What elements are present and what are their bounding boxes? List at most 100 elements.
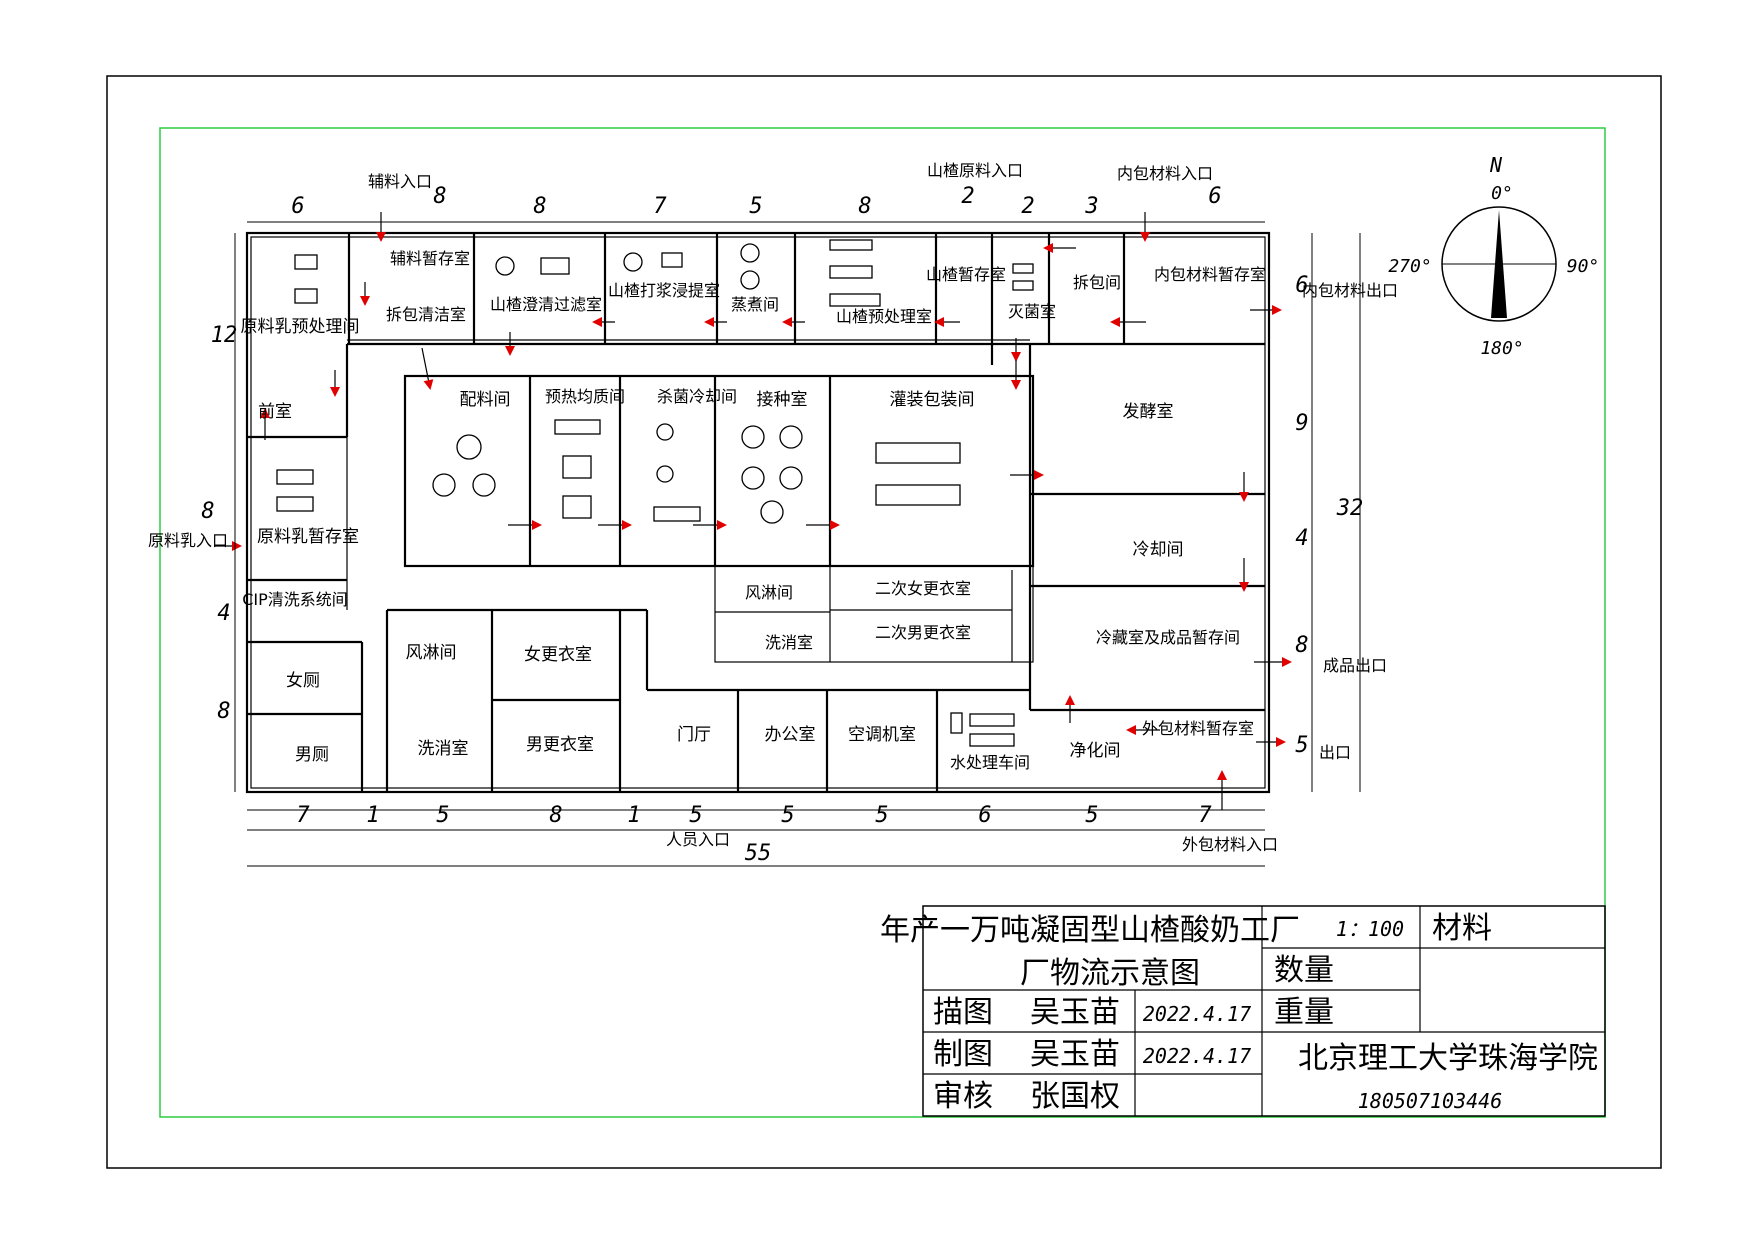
- compass-0: 0°: [1491, 183, 1513, 204]
- room-ferment: 发酵室: [1123, 402, 1174, 422]
- dim-total-width: 55: [745, 841, 772, 866]
- equipment-symbols: [276, 239, 1034, 747]
- title-weight-label: 重量: [1274, 995, 1334, 1030]
- room-pulp-soak: 山楂打浆浸提室: [608, 281, 720, 300]
- drafted-name: 吴玉苗: [1030, 1037, 1120, 1072]
- compass-north: N: [1489, 153, 1503, 177]
- room-dress-w2: 二次女更衣室: [875, 579, 971, 598]
- svg-text:6: 6: [1208, 184, 1221, 209]
- svg-text:5: 5: [1085, 803, 1098, 828]
- drawn-label: 描图: [933, 995, 993, 1030]
- svg-text:8: 8: [549, 803, 562, 828]
- svg-text:1: 1: [366, 803, 379, 828]
- dimension-lines: [234, 221, 1361, 867]
- room-office: 办公室: [765, 725, 816, 745]
- svg-text:5: 5: [781, 803, 794, 828]
- compass: N 0° 90° 180° 270°: [1388, 153, 1599, 359]
- title-line2: 厂物流示意图: [1020, 956, 1200, 991]
- drafted-label: 制图: [933, 1037, 993, 1072]
- room-air-shower-2: 风淋间: [406, 643, 457, 663]
- title-scale: 1：100: [1336, 917, 1404, 941]
- flow-arrows: [215, 212, 1292, 810]
- room-wash-1: 洗消室: [765, 633, 813, 652]
- drawn-name: 吴玉苗: [1030, 995, 1120, 1030]
- room-inoculate: 接种室: [757, 390, 808, 410]
- dimension-values-bottom: 7 1 5 8 1 5 5 5 6 5 7 55: [296, 803, 1212, 866]
- title-line1: 年产一万吨凝固型山楂酸奶工厂: [880, 913, 1300, 948]
- svg-text:5: 5: [689, 803, 702, 828]
- room-sterilize: 灭菌室: [1008, 302, 1056, 321]
- room-filling: 灌装包装间: [890, 390, 975, 410]
- drafted-date: 2022.4.17: [1143, 1044, 1251, 1068]
- room-aux-store: 辅料暂存室: [390, 249, 470, 268]
- svg-text:8: 8: [201, 499, 214, 524]
- dimension-values-side: 12 8 4 8 6 9 4 8 5 32: [201, 273, 1363, 758]
- label-staff-in: 人员入口: [666, 830, 730, 849]
- svg-text:5: 5: [1295, 733, 1308, 758]
- title-material-label: 材料: [1432, 911, 1492, 946]
- svg-text:4: 4: [217, 601, 230, 626]
- svg-text:9: 9: [1295, 411, 1308, 436]
- svg-text:5: 5: [749, 194, 762, 219]
- room-clarify: 山楂澄清过滤室: [490, 295, 602, 314]
- svg-text:2: 2: [1021, 194, 1034, 219]
- building-walls: [245, 231, 1271, 794]
- svg-text:5: 5: [436, 803, 449, 828]
- room-preheat: 预热均质间: [545, 387, 625, 406]
- drawn-date: 2022.4.17: [1143, 1002, 1251, 1026]
- svg-text:7: 7: [1198, 803, 1212, 828]
- room-unpack: 拆包间: [1073, 273, 1121, 292]
- room-raw-milk-pre: 原料乳预处理间: [241, 317, 360, 337]
- svg-text:12: 12: [211, 323, 238, 348]
- svg-text:8: 8: [1295, 633, 1308, 658]
- inner-frame: [159, 127, 1606, 1118]
- room-purify: 净化间: [1070, 741, 1121, 761]
- room-front: 前室: [258, 402, 292, 422]
- svg-text:8: 8: [533, 194, 546, 219]
- room-labels: 原料乳预处理间 前室 原料乳暂存室 CIP清洗系统间 女厕 男厕 辅料暂存室 拆…: [241, 249, 1267, 772]
- label-inner-in: 内包材料入口: [1117, 164, 1213, 183]
- room-steri-cool: 杀菌冷却间: [657, 387, 737, 406]
- student-id: 180507103446: [1358, 1089, 1503, 1113]
- svg-text:6: 6: [291, 194, 304, 219]
- room-dress-m: 男更衣室: [526, 735, 594, 755]
- svg-text:1: 1: [627, 803, 640, 828]
- room-raw-milk-store: 原料乳暂存室: [257, 527, 359, 547]
- label-inner-out: 内包材料出口: [1302, 281, 1398, 300]
- svg-text:7: 7: [296, 803, 310, 828]
- compass-180: 180°: [1480, 338, 1523, 359]
- compass-270: 270°: [1388, 256, 1431, 277]
- entrance-labels: 辅料入口 山楂原料入口 内包材料入口 内包材料出口 原料乳入口 成品出口 出口 …: [148, 161, 1398, 854]
- svg-text:8: 8: [217, 699, 230, 724]
- outer-frame: [106, 75, 1662, 1169]
- label-outer-in: 外包材料入口: [1182, 835, 1278, 854]
- room-outer-store: 外包材料暂存室: [1142, 719, 1254, 738]
- svg-text:8: 8: [858, 194, 871, 219]
- room-inner-store: 内包材料暂存室: [1154, 265, 1266, 284]
- svg-text:8: 8: [433, 184, 446, 209]
- room-air-shower-1: 风淋间: [745, 583, 793, 602]
- room-lobby: 门厅: [677, 725, 711, 745]
- school-name: 北京理工大学珠海学院: [1298, 1041, 1598, 1076]
- svg-text:4: 4: [1295, 526, 1308, 551]
- room-women-wc: 女厕: [286, 671, 320, 691]
- label-exit: 出口: [1319, 743, 1351, 762]
- title-block: 年产一万吨凝固型山楂酸奶工厂 厂物流示意图 1：100 材料 数量 重量 描图 …: [880, 905, 1606, 1117]
- compass-90: 90°: [1567, 256, 1600, 277]
- room-dress-w: 女更衣室: [524, 645, 592, 665]
- room-cip: CIP清洗系统间: [242, 590, 348, 609]
- label-hawthorn-in: 山楂原料入口: [927, 161, 1023, 180]
- svg-text:7: 7: [653, 194, 667, 219]
- svg-text:5: 5: [875, 803, 888, 828]
- dimension-values-top: 6 8 8 7 5 8 2 2 3 6: [291, 184, 1221, 219]
- room-water: 水处理车间: [950, 753, 1030, 772]
- svg-text:6: 6: [978, 803, 991, 828]
- room-men-wc: 男厕: [295, 745, 329, 765]
- room-unpack-clean: 拆包清洁室: [386, 305, 466, 324]
- room-cooling: 冷却间: [1133, 540, 1184, 560]
- room-hawthorn-store: 山楂暂存室: [926, 265, 1006, 284]
- svg-text:3: 3: [1084, 194, 1098, 219]
- room-cold-store: 冷藏室及成品暂存间: [1096, 628, 1240, 647]
- title-quantity-label: 数量: [1274, 953, 1334, 988]
